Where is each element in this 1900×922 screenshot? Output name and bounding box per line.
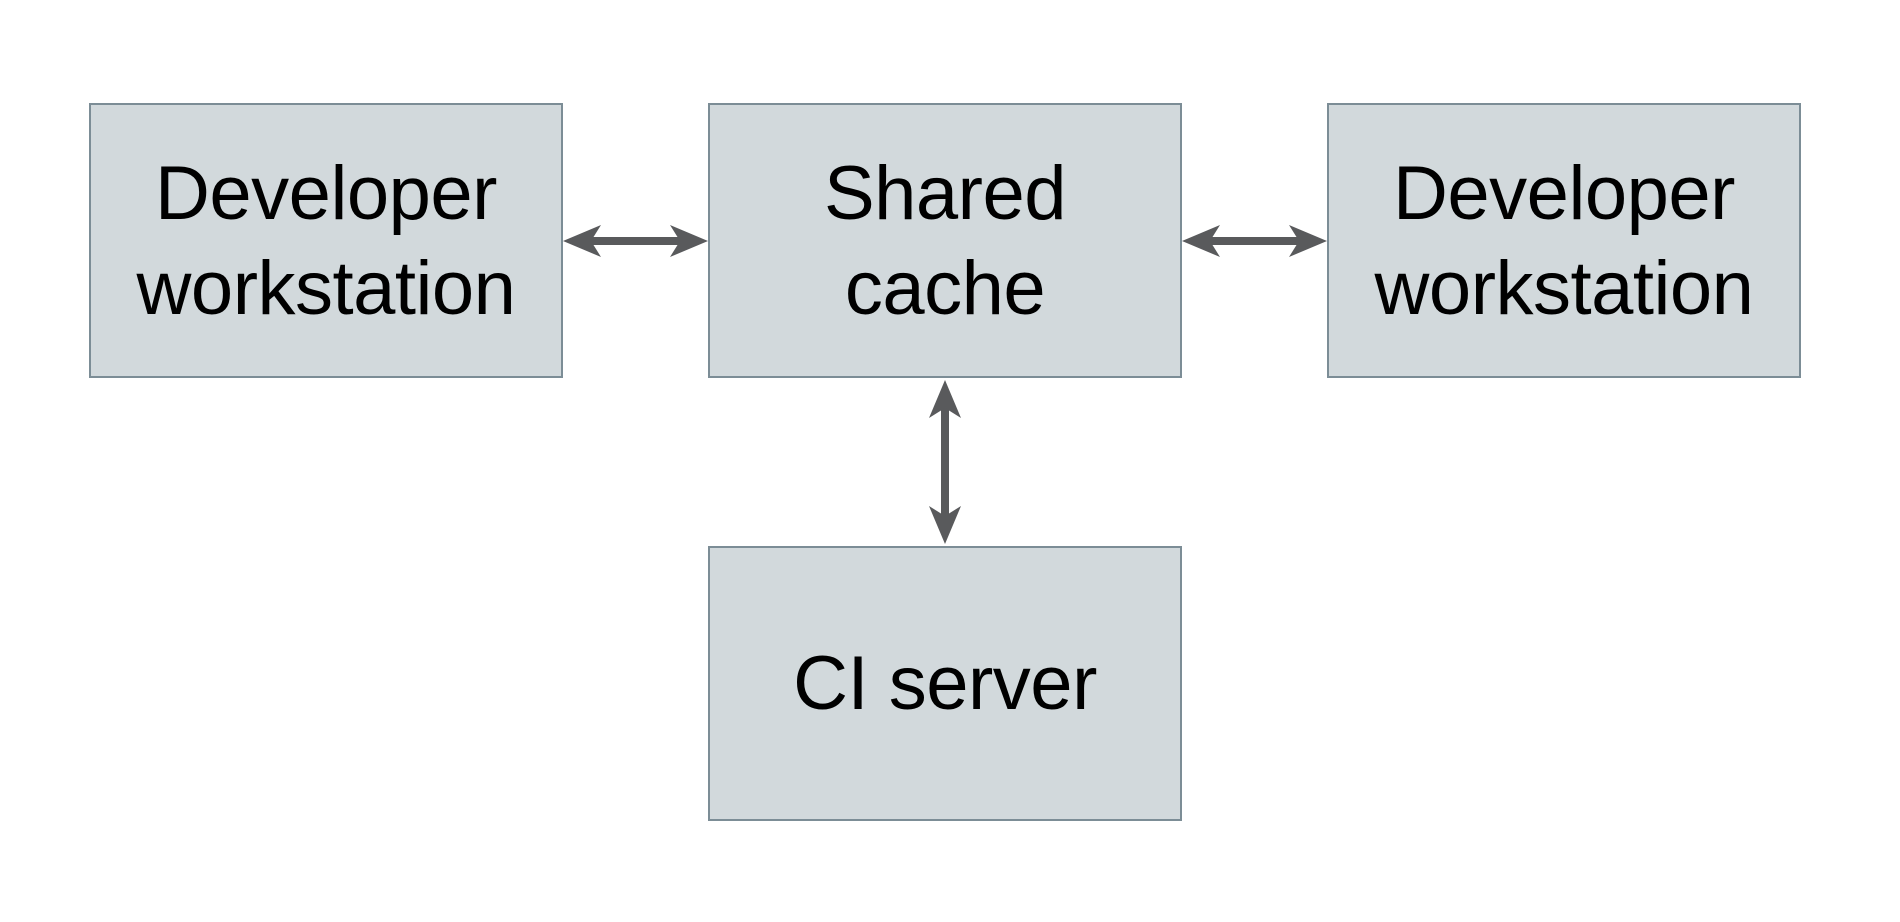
node-ci-server: CI server [708,546,1182,821]
bidirectional-arrow-shared-cache-right-workstation [1182,225,1327,257]
bidirectional-arrow-shared-cache-ci-server [929,380,961,544]
node-developer-workstation-right-label: Developer workstation [1374,150,1754,331]
bidirectional-arrow-left-workstation-shared-cache [563,225,708,257]
node-developer-workstation-left: Developer workstation [89,103,563,378]
node-ci-server-label: CI server [793,641,1097,726]
node-shared-cache: Shared cache [708,103,1182,378]
node-shared-cache-label: Shared cache [823,150,1067,331]
node-developer-workstation-right: Developer workstation [1327,103,1801,378]
node-developer-workstation-left-label: Developer workstation [136,150,516,331]
